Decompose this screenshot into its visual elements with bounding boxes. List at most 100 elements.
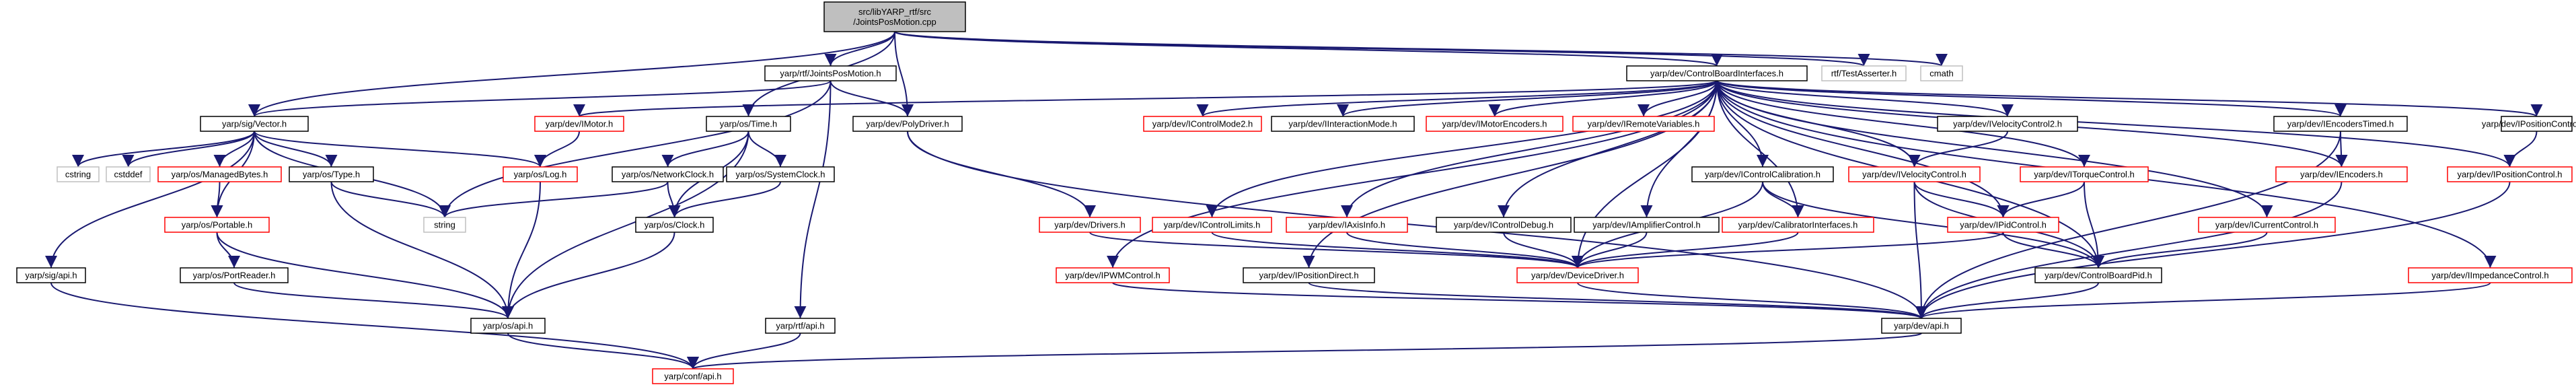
node-ivel2[interactable]: yarp/dev/IVelocityControl2.h [1937,116,2078,132]
node-rtfapi[interactable]: yarp/rtf/api.h [765,318,836,334]
node-networkclock[interactable]: yarp/os/NetworkClock.h [612,166,724,182]
node-time_h[interactable]: yarp/os/Time.h [706,116,791,132]
edge-cbpid-to-devapi [1915,282,2099,319]
node-rtfapi-box [765,318,836,334]
edge-cbi_h-to-icontrolmode2 [1197,80,1718,117]
node-icontrolmode2-box [1143,116,1262,132]
edge-networkclock-to-string [439,181,669,218]
node-clock_h[interactable]: yarp/os/Clock.h [635,217,714,233]
node-ivelocity[interactable]: yarp/dev/IVelocityControl.h [1848,166,1981,182]
node-portable-label: yarp/os/Portable.h [182,220,253,230]
edge-vector_h-to-cstring [72,131,255,168]
node-log_h[interactable]: yarp/os/Log.h [503,166,578,182]
node-portable-box [164,217,270,233]
node-cbpid-label: yarp/dev/ControlBoardPid.h [2045,271,2152,281]
node-cbi_h[interactable]: yarp/dev/ControlBoardInterfaces.h [1626,65,1808,81]
node-cstring-box [57,166,100,182]
node-cstddef[interactable]: cstddef [106,166,151,182]
node-imotor[interactable]: yarp/dev/IMotor.h [534,116,624,132]
node-type_h-box [289,166,374,182]
node-sigapi[interactable]: yarp/sig/api.h [16,267,86,283]
edge-iaxisinfo-to-devicedriver [1346,232,1584,269]
node-time_h-box [706,116,791,132]
node-cstddef-label: cstddef [114,170,143,180]
node-systemclock-box [726,166,835,182]
node-string[interactable]: string [423,217,466,233]
node-cstring[interactable]: cstring [57,166,100,182]
node-testasserter-label: rtf/TestAsserter.h [1831,69,1897,79]
node-ipidcontrol-label: yarp/dev/IPidControl.h [1960,220,2047,230]
node-drivers-box [1039,217,1141,233]
edge-iposdirect-to-devapi [1308,282,1927,319]
edge-cbi_h-to-imotorenc [1488,80,1718,117]
node-devicedriver[interactable]: yarp/dev/DeviceDriver.h [1516,267,1639,283]
node-iencodertimed-box [2273,116,2408,132]
node-type_h[interactable]: yarp/os/Type.h [289,166,374,182]
edge-cbi_h-to-iremotevar [1637,80,1718,117]
node-cmath[interactable]: cmath [1920,65,1963,81]
node-ipwm[interactable]: yarp/dev/IPWMControl.h [1056,267,1170,283]
edge-cbi_h-to-imotor [574,80,1718,117]
node-testasserter[interactable]: rtf/TestAsserter.h [1821,65,1907,81]
node-osapi-label: yarp/os/api.h [483,321,533,331]
node-iencoders[interactable]: yarp/dev/IEncoders.h [2275,166,2408,182]
node-portable[interactable]: yarp/os/Portable.h [164,217,270,233]
edge-managedbytes-to-portable [211,181,223,218]
node-polydriver-label: yarp/dev/PolyDriver.h [866,119,949,129]
node-devapi-label: yarp/dev/api.h [1894,321,1949,331]
node-imotor-box [534,116,624,132]
node-ivel2-box [1937,116,2078,132]
node-confapi[interactable]: yarp/conf/api.h [652,368,734,384]
edge-cbi_h-to-ipos2 [1716,80,2542,117]
edges-layer [45,31,2542,370]
node-iposdirect[interactable]: yarp/dev/IPositionDirect.h [1243,267,1375,283]
node-icurrent[interactable]: yarp/dev/ICurrentControl.h [2198,217,2336,233]
node-iencodertimed[interactable]: yarp/dev/IEncodersTimed.h [2273,116,2408,132]
node-ipos2[interactable]: yarp/dev/IPositionControl2.h [2482,116,2576,132]
node-iposition[interactable]: yarp/dev/IPositionControl.h [2447,166,2573,182]
edge-clock_h-to-osapi [502,232,675,319]
node-iremotevar-box [1572,116,1715,132]
node-jpm_h[interactable]: yarp/rtf/JointsPosMotion.h [764,65,897,81]
node-iinteraction[interactable]: yarp/dev/IInteractionMode.h [1271,116,1415,132]
node-icontrolmode2[interactable]: yarp/dev/IControlMode2.h [1143,116,1262,132]
node-time_h-label: yarp/os/Time.h [720,119,778,129]
edge-cbi_h-to-itorque [1716,80,2090,168]
node-iaxisinfo[interactable]: yarp/dev/IAxisInfo.h [1286,217,1408,233]
node-managedbytes[interactable]: yarp/os/ManagedBytes.h [157,166,282,182]
node-systemclock[interactable]: yarp/os/SystemClock.h [726,166,835,182]
node-iinteraction-label: yarp/dev/IInteractionMode.h [1288,119,1397,129]
node-iamplifier[interactable]: yarp/dev/IAmplifierControl.h [1574,217,1720,233]
node-portreader-label: yarp/os/PortReader.h [193,271,276,281]
node-osapi[interactable]: yarp/os/api.h [470,318,546,334]
node-root[interactable]: src/libYARP_rtf/src/JointsPosMotion.cpp [823,1,966,32]
node-imotorenc[interactable]: yarp/dev/IMotorEncoders.h [1426,116,1563,132]
node-itorque[interactable]: yarp/dev/ITorqueControl.h [2020,166,2149,182]
node-icurrent-box [2198,217,2336,233]
node-jpm_h-box [764,65,897,81]
node-polydriver[interactable]: yarp/dev/PolyDriver.h [852,116,963,132]
node-ipos2-box [2501,116,2573,132]
node-iremotevar[interactable]: yarp/dev/IRemoteVariables.h [1572,116,1715,132]
node-iamplifier-label: yarp/dev/IAmplifierControl.h [1592,220,1700,230]
edge-ivelocity-to-devapi [1913,181,1927,319]
node-drivers[interactable]: yarp/dev/Drivers.h [1039,217,1141,233]
edge-time_h-to-osapi [502,131,749,319]
node-vector_h[interactable]: yarp/sig/Vector.h [200,116,309,132]
node-icontrollimits[interactable]: yarp/dev/IControlLimits.h [1152,217,1272,233]
node-ipidcontrol[interactable]: yarp/dev/IPidControl.h [1947,217,2059,233]
edge-time_h-to-networkclock [661,131,749,168]
node-networkclock-label: yarp/os/NetworkClock.h [622,170,714,180]
node-iimpedance[interactable]: yarp/dev/IImpedanceControl.h [2408,267,2573,283]
node-cbpid[interactable]: yarp/dev/ControlBoardPid.h [2034,267,2162,283]
node-icontrolcal[interactable]: yarp/dev/IControlCalibration.h [1691,166,1834,182]
node-icontroldebug[interactable]: yarp/dev/IControlDebug.h [1436,217,1572,233]
node-type_h-label: yarp/os/Type.h [303,170,360,180]
edge-ivel2-to-ivelocity [1908,131,2008,168]
node-devapi[interactable]: yarp/dev/api.h [1881,318,1962,334]
node-cbpid-box [2034,267,2162,283]
edge-vector_h-to-managedbytes [213,131,255,168]
node-calibrator[interactable]: yarp/dev/CalibratorInterfaces.h [1722,217,1874,233]
node-portreader[interactable]: yarp/os/PortReader.h [180,267,289,283]
node-icontrolmode2-label: yarp/dev/IControlMode2.h [1152,119,1253,129]
